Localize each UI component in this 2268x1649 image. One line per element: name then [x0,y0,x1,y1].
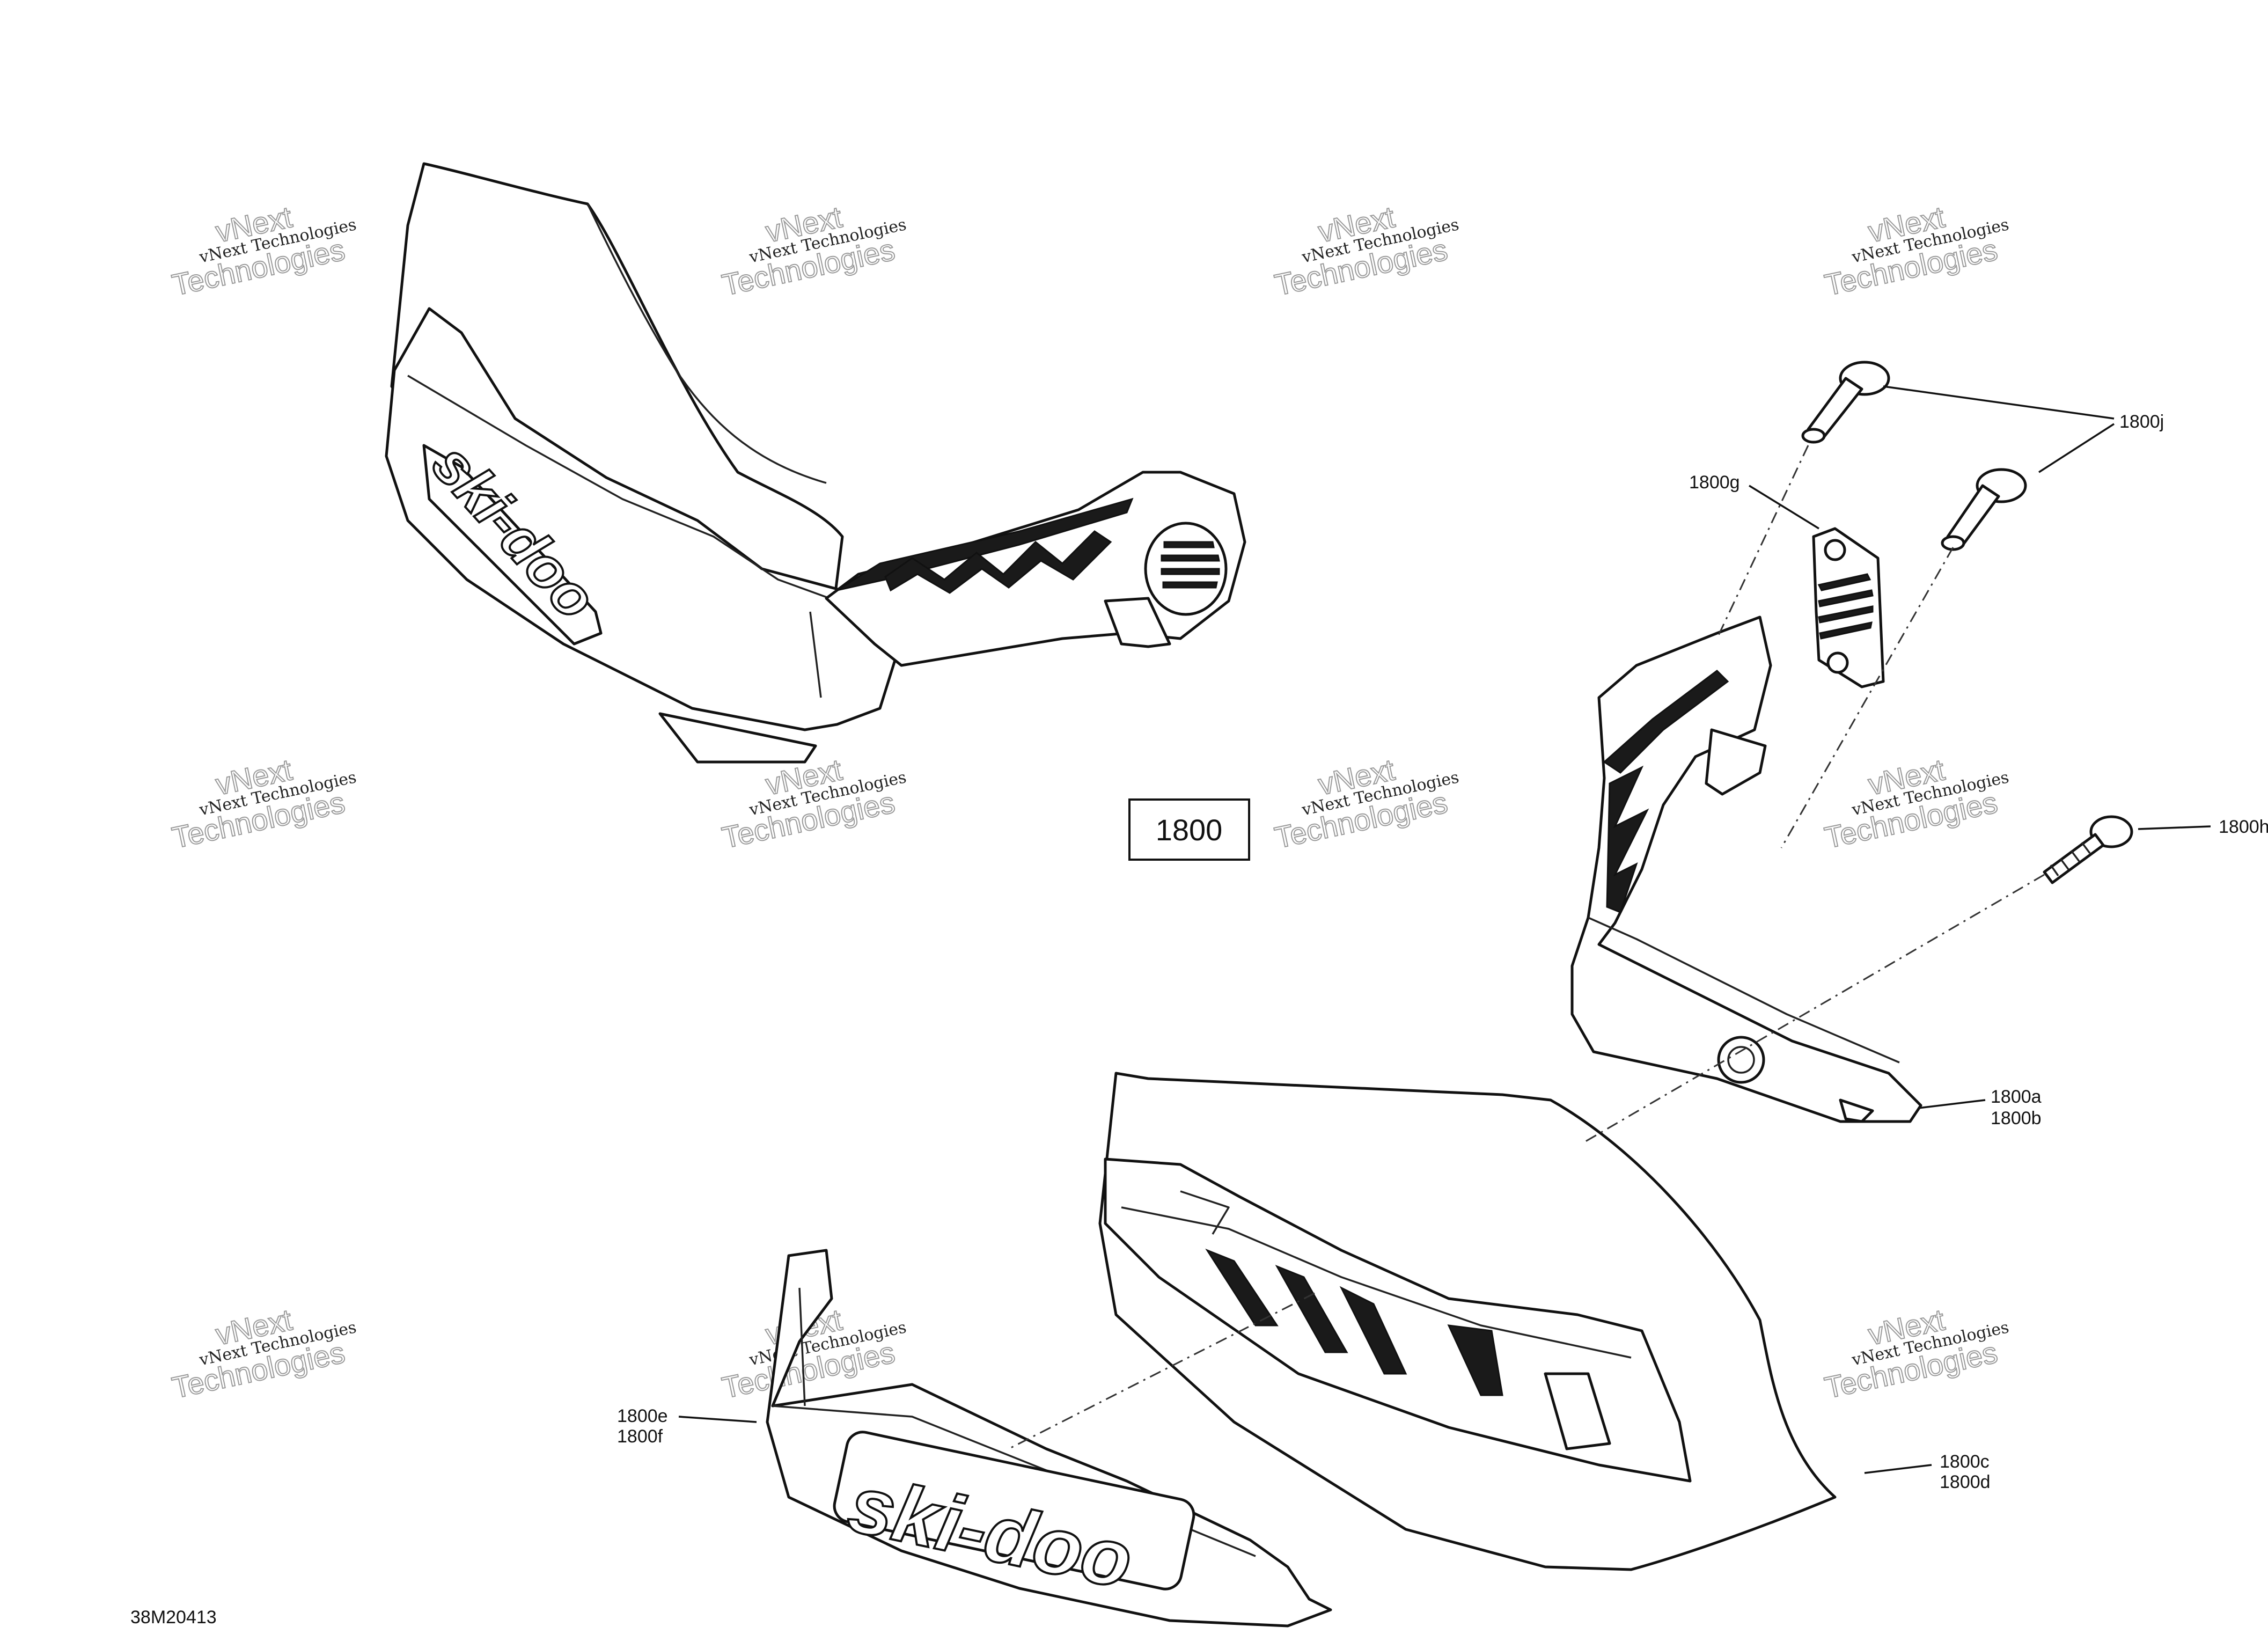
clamp-part [1812,527,1885,688]
callout-1800f: 1800f [617,1426,663,1447]
watermark: vNext Technologies vNext Technologies [718,199,908,303]
diagram-id-label: 1800 [1156,813,1223,847]
exploded-bracket [1570,615,1922,1123]
callout-1800h: 1800h [2219,817,2268,837]
callout-1800b: 1800b [1991,1108,2042,1128]
diagram-id-box: 1800 [1128,798,1250,861]
leader-lines [678,385,2211,1474]
watermark: vNext Technologies vNext Technologies [1821,199,2010,303]
assembly-lines [1008,445,2045,1450]
screw-part [2043,815,2133,884]
bolt-lower [1941,468,2027,551]
watermark: vNext Technologies vNext Technologies [1271,752,1460,855]
callout-1800e: 1800e [617,1406,668,1426]
watermark: vNext Technologies vNext Technologies [168,1302,358,1405]
watermark: vNext Technologies vNext Technologies [168,752,358,855]
assembled-handguard: ski-doo [385,162,1246,764]
large-shield [1098,1072,1837,1571]
watermark: vNext Technologies vNext Technologies [1271,199,1460,303]
callout-1800j: 1800j [2119,412,2164,432]
callout-1800d: 1800d [1940,1472,1991,1492]
watermark: vNext Technologies vNext Technologies [1821,752,2010,855]
bracket-arm [1570,615,1922,1123]
callout-1800c: 1800c [1940,1452,1990,1472]
callout-1800a: 1800a [1991,1087,2042,1107]
watermark: vNext Technologies vNext Technologies [168,199,358,303]
reference-number: 38M20413 [130,1607,217,1628]
assembled-grip-pad [385,307,908,731]
callout-1800g: 1800g [1689,472,1740,493]
callout-labels: 1800j 1800g 1800h 1800a 1800b 1800e 1800… [617,412,2268,1492]
watermark: vNext Technologies vNext Technologies [1821,1302,2010,1405]
bolt-upper [1801,361,1890,444]
